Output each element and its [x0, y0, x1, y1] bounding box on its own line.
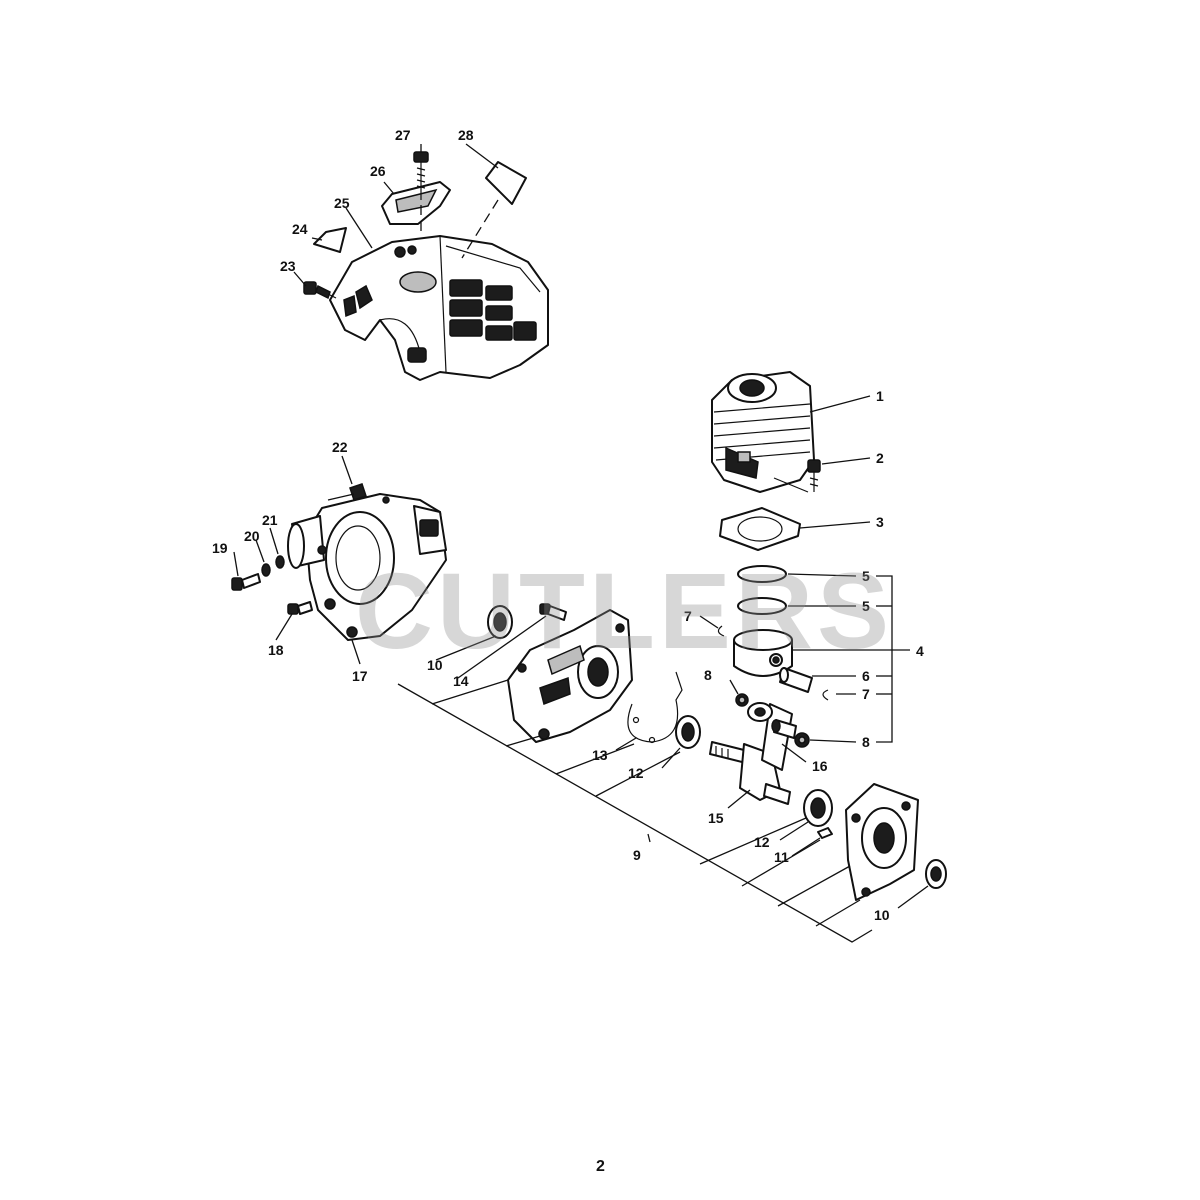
callout-7-right: 7 — [862, 686, 870, 702]
page-number: 2 — [596, 1158, 605, 1175]
callout-12-lower: 12 — [754, 834, 770, 850]
callout-6: 6 — [862, 668, 870, 684]
part-11-dowel — [817, 827, 833, 839]
part-4-piston — [733, 629, 793, 677]
callout-14: 14 — [453, 673, 469, 689]
part-25-cover — [329, 235, 549, 381]
part-27-screw — [413, 151, 429, 200]
cylinder-assembly — [711, 371, 829, 748]
callout-labels: 27 28 26 25 24 23 1 2 3 5 5 4 6 7 7 8 8 … — [212, 127, 924, 923]
callout-1: 1 — [876, 388, 884, 404]
fan-housing-assembly — [231, 483, 447, 641]
part-2-bolt — [773, 459, 821, 493]
callout-12-upper: 12 — [628, 765, 644, 781]
callout-10-left: 10 — [427, 657, 443, 673]
part-15-crankshaft — [709, 702, 793, 805]
part-21-washer — [275, 555, 285, 569]
part-13-retaining-ring — [627, 671, 683, 743]
part-5-ring-lower — [737, 597, 787, 615]
callout-10-right: 10 — [874, 907, 890, 923]
callout-18: 18 — [268, 642, 284, 658]
part-28-label — [485, 161, 527, 205]
part-3-gasket — [719, 507, 801, 551]
part-23-bolt — [303, 281, 337, 300]
callout-23: 23 — [280, 258, 296, 274]
callout-13: 13 — [592, 747, 608, 763]
callout-8-left: 8 — [704, 667, 712, 683]
callout-24: 24 — [292, 221, 308, 237]
callout-28: 28 — [458, 127, 474, 143]
callout-17: 17 — [352, 668, 368, 684]
part-14-bolt — [539, 603, 567, 621]
part-7-clip-left — [717, 625, 725, 637]
callout-11: 11 — [774, 849, 789, 865]
callout-22: 22 — [332, 439, 348, 455]
leader-lines — [233, 143, 929, 943]
callout-5-upper: 5 — [862, 568, 870, 584]
fan-cover-assembly — [303, 151, 549, 381]
part-22-block — [327, 483, 367, 501]
part-5-ring-upper — [737, 565, 787, 583]
callout-25: 25 — [334, 195, 350, 211]
part-9-crankcase-left — [507, 609, 633, 743]
callout-8-right: 8 — [862, 734, 870, 750]
callout-9: 9 — [633, 847, 641, 863]
callout-19: 19 — [212, 540, 228, 556]
callout-27: 27 — [395, 127, 411, 143]
part-19-bolt — [231, 573, 261, 591]
callout-26: 26 — [370, 163, 386, 179]
part-18-bolt — [287, 601, 313, 615]
part-24-label — [313, 227, 347, 253]
callout-15: 15 — [708, 810, 724, 826]
callout-5-lower: 5 — [862, 598, 870, 614]
callout-7-left: 7 — [684, 608, 692, 624]
callout-3: 3 — [876, 514, 884, 530]
callout-2: 2 — [876, 450, 884, 466]
part-7-clip-right — [822, 689, 829, 701]
callout-20: 20 — [244, 528, 260, 544]
crankcase-assembly — [487, 603, 947, 901]
part-20-washer — [261, 563, 271, 577]
callout-16: 16 — [812, 758, 828, 774]
callout-4: 4 — [916, 643, 924, 659]
callout-21: 21 — [262, 512, 278, 528]
